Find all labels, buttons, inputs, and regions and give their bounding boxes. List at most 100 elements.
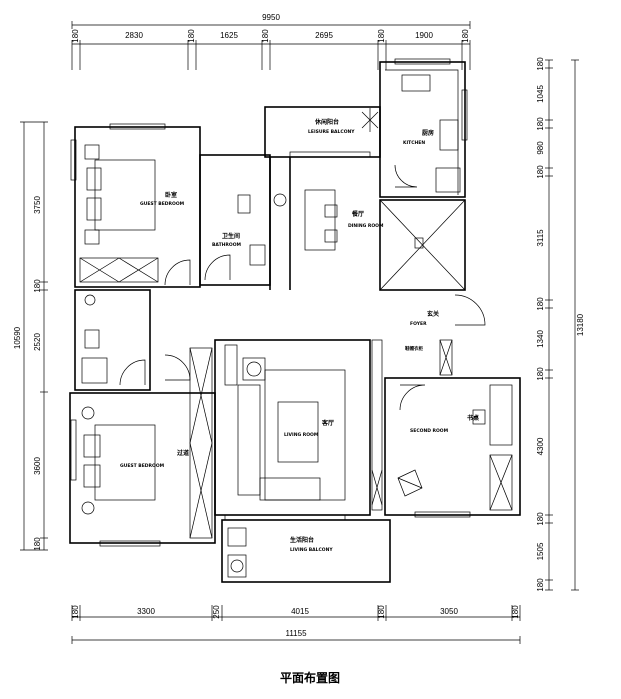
dim-bottom-seg: 180 <box>511 605 520 619</box>
label-living-cn: 客厅 <box>321 419 334 427</box>
dim-right-total: 13180 <box>576 313 585 336</box>
wall-shaft <box>379 199 466 291</box>
bed-icon <box>94 159 156 231</box>
dim-bottom-seg: 4015 <box>291 607 309 616</box>
label-laundry-en: LEISURE BALCONY <box>308 129 355 135</box>
coffee-table-icon <box>277 401 319 463</box>
door-icon <box>164 354 191 381</box>
bed-icon <box>94 424 156 501</box>
furniture <box>79 69 513 578</box>
dim-right-seg: 980 <box>536 141 545 155</box>
label-bathroom-cn: 卫生间 <box>222 232 240 240</box>
wall-bedroom-top <box>74 126 201 288</box>
corridor-wardrobe-icon <box>189 347 213 539</box>
toilet-icon <box>237 194 251 214</box>
dim-right-seg: 180 <box>536 165 545 179</box>
dim-top-seg: 180 <box>461 29 470 43</box>
dim-bottom-seg: 180 <box>377 605 386 619</box>
floor-drain-icon <box>84 294 96 306</box>
room-labels: 卧室 GUEST BEDROOM 休闲阳台 LEISURE BALCONY 厨房… <box>120 118 479 553</box>
label-bedroom-bottom-en: GUEST BEDROOM <box>120 463 165 469</box>
wardrobe-icon <box>489 454 513 511</box>
dim-top-seg: 180 <box>187 29 196 43</box>
label-foyer-cn: 玄关 <box>427 310 439 318</box>
door-icon <box>164 259 191 286</box>
label-shoe: 鞋帽衣柜 <box>405 345 423 352</box>
dim-left-a: 3750 <box>33 196 42 214</box>
dim-right-seg: 180 <box>536 512 545 526</box>
sofa-icon <box>237 384 261 496</box>
sink-icon <box>81 357 108 384</box>
tv-cabinet-icon <box>371 339 383 511</box>
label-living-en: LIVING ROOM <box>284 432 319 438</box>
kitchen-sink-icon <box>401 74 431 92</box>
pillow-icon <box>86 197 102 221</box>
sink-icon <box>249 244 266 266</box>
dim-left-b: 180 <box>33 279 42 293</box>
label-bathroom-en: BATHROOM <box>212 242 242 248</box>
door-icon <box>454 294 486 326</box>
dim-top-seg: 2695 <box>315 31 333 40</box>
desk-icon <box>489 384 513 446</box>
pillow-icon <box>83 464 101 488</box>
toilet-icon <box>84 329 100 349</box>
door-icon <box>119 359 146 386</box>
label-balcony-en: LIVING BALCONY <box>290 547 333 553</box>
label-bedroom-top-en: GUEST BEDROOM <box>140 201 185 207</box>
armchair-icon <box>397 469 423 497</box>
dim-right-seg: 1340 <box>536 330 545 348</box>
wall-kitchen <box>379 61 466 198</box>
plant-icon <box>361 108 379 132</box>
dim-right-seg: 180 <box>536 57 545 71</box>
label-second-en: SECOND ROOM <box>410 428 449 434</box>
label-foyer-en: FOYER <box>410 321 427 327</box>
dim-right-seg: 180 <box>536 578 545 592</box>
dim-left-e: 180 <box>33 537 42 551</box>
dim-top-seg: 180 <box>71 29 80 43</box>
dim-bottom-seg: 250 <box>212 605 221 619</box>
label-dining-en: DINING ROOM <box>348 223 384 229</box>
dining-table-icon <box>304 189 336 251</box>
dim-top-seg: 1900 <box>415 31 433 40</box>
label-kitchen-cn: 厨房 <box>422 129 434 137</box>
drawing-title: 平面布置图 <box>280 670 340 685</box>
shoe-cabinet-icon <box>439 339 453 376</box>
dim-top-seg: 180 <box>261 29 270 43</box>
walls <box>69 58 521 583</box>
dim-bottom-seg: 3050 <box>440 607 458 616</box>
label-kitchen-en: KITCHEN <box>403 140 425 146</box>
label-bedroom-top-cn: 卧室 <box>165 191 177 199</box>
label-balcony-cn: 生活阳台 <box>290 536 314 544</box>
door-icon <box>204 254 231 281</box>
washer-icon <box>227 527 247 547</box>
label-study: 书桌 <box>467 414 479 422</box>
washer-icon <box>227 554 247 578</box>
dim-right-seg: 4300 <box>536 437 545 455</box>
chair-icon <box>472 409 486 425</box>
wardrobe-icon <box>79 257 159 283</box>
wall-bathroom2 <box>74 289 151 391</box>
left-dimensions: 10590 3750 180 2520 3600 180 <box>13 121 48 551</box>
dim-right-seg: 3115 <box>536 229 545 247</box>
dim-right-seg: 180 <box>536 117 545 131</box>
label-laundry-cn: 休闲阳台 <box>314 118 339 126</box>
dim-right-seg: 180 <box>536 297 545 311</box>
label-dining-cn: 餐厅 <box>351 210 364 218</box>
right-dimensions: 13180 1801045180980180311518013401804300… <box>536 57 585 592</box>
dim-right-seg: 1505 <box>536 542 545 560</box>
dim-right-seg: 180 <box>536 367 545 381</box>
dim-top-seg: 2830 <box>125 31 143 40</box>
dim-left-total: 10590 <box>13 326 22 349</box>
label-corridor: 过道 <box>177 449 189 457</box>
dim-top-seg: 180 <box>377 29 386 43</box>
dim-left-c: 2520 <box>33 333 42 351</box>
dim-bottom-seg: 3300 <box>137 607 155 616</box>
door-icon <box>394 164 418 188</box>
wall-second-room <box>384 377 521 516</box>
dim-top-seg: 1625 <box>220 31 238 40</box>
fridge-icon <box>435 167 461 193</box>
pillow-icon <box>83 434 101 458</box>
